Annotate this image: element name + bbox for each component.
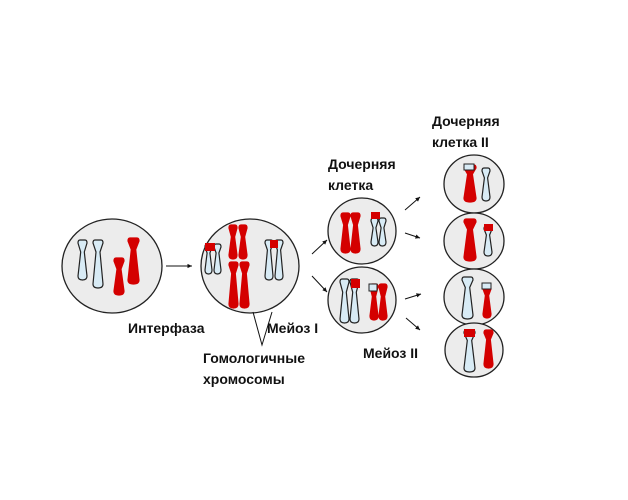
cell <box>61 218 163 314</box>
arrow-head <box>415 325 420 330</box>
red-chromatid <box>482 285 492 319</box>
label-interphase: Интерфаза <box>128 320 205 336</box>
red-segment <box>205 243 215 251</box>
red-chromatid <box>239 261 250 309</box>
red-segment <box>484 224 493 231</box>
red-segment <box>351 279 360 288</box>
cell <box>443 268 505 326</box>
cell <box>327 266 397 334</box>
label-homologous-2: хромосомы <box>203 371 285 387</box>
label-daughter-cell-ii-2: клетка II <box>432 134 489 150</box>
blue-chromatid <box>370 217 379 247</box>
blue-chromatid <box>378 217 387 247</box>
red-chromatid <box>340 212 351 254</box>
blue-chromatid <box>481 167 491 202</box>
red-chromatid <box>463 164 477 203</box>
blue-segment <box>481 282 492 290</box>
red-segment <box>464 329 475 337</box>
label-daughter-cell-ii-1: Дочерняя <box>432 113 500 129</box>
red-chromatid <box>463 218 477 262</box>
label-meiosis-2: Мейоз II <box>363 345 419 361</box>
red-chromatid <box>238 224 248 260</box>
arrow-head <box>415 197 420 202</box>
red-chromatid <box>113 257 125 296</box>
arrow-head <box>322 287 327 292</box>
red-segment <box>371 212 380 219</box>
label-daughter-cell-2: клетка <box>328 177 374 193</box>
blue-chromatid <box>339 278 350 324</box>
red-chromatid <box>127 237 140 285</box>
arrow-head <box>416 293 421 298</box>
blue-chromatid <box>92 239 104 289</box>
red-chromatid <box>378 283 388 321</box>
red-chromatid <box>228 224 238 260</box>
red-chromatid <box>228 261 239 309</box>
blue-chromatid <box>461 276 474 320</box>
label-homologous-1: Гомологичные <box>203 350 306 366</box>
blue-segment <box>463 163 475 171</box>
red-segment <box>270 240 278 248</box>
arrow-head <box>187 263 192 269</box>
blue-chromatid <box>213 243 222 275</box>
red-chromatid <box>483 329 494 369</box>
blue-segment <box>368 283 378 292</box>
arrow-head <box>415 234 420 239</box>
label-meiosis-1: Мейоз I <box>267 320 319 336</box>
arrow-head <box>322 240 327 245</box>
red-chromatid <box>350 212 361 254</box>
blue-chromatid <box>77 239 88 281</box>
pointer-line <box>252 311 273 347</box>
cell <box>327 197 397 265</box>
label-daughter-cell-1: Дочерняя <box>328 156 396 172</box>
